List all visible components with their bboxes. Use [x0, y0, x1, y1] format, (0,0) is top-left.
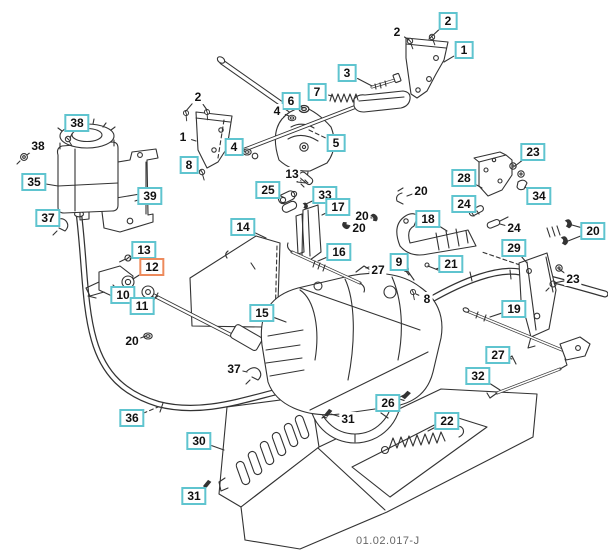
callout-10-28[interactable]: 10: [110, 286, 136, 304]
label-1-42: 1: [177, 130, 189, 144]
label-2-39: 2: [391, 25, 403, 39]
callout-34-14[interactable]: 34: [526, 187, 552, 205]
callout-24-16[interactable]: 24: [451, 195, 477, 213]
callout-1-1[interactable]: 1: [454, 41, 474, 59]
callout-7-3[interactable]: 7: [307, 83, 327, 101]
callout-19-30[interactable]: 19: [501, 300, 527, 318]
label-20-47: 20: [350, 221, 368, 235]
callout-26-34[interactable]: 26: [375, 394, 401, 412]
label-23-50: 23: [564, 272, 582, 286]
callout-28-10[interactable]: 28: [451, 169, 477, 187]
reservoir-assembly: [16, 118, 159, 236]
callout-39-15[interactable]: 39: [137, 187, 163, 205]
callout-29-22[interactable]: 29: [501, 239, 527, 257]
label-13-44: 13: [283, 167, 301, 181]
callout-6-4[interactable]: 6: [281, 92, 301, 110]
label-37-53: 37: [225, 362, 243, 376]
callout-14-20[interactable]: 14: [230, 218, 256, 236]
callout-13-23[interactable]: 13: [131, 241, 157, 259]
label-24-48: 24: [505, 221, 523, 235]
label-4-41: 4: [271, 104, 283, 118]
callout-27-32[interactable]: 27: [485, 346, 511, 364]
callout-25-12[interactable]: 25: [255, 181, 281, 199]
callout-3-2[interactable]: 3: [337, 64, 357, 82]
bracket-1-right: [404, 32, 449, 99]
rod-11-assembly: [85, 252, 263, 352]
label-8-51: 8: [421, 292, 433, 306]
callout-17-17[interactable]: 17: [325, 198, 351, 216]
callout-20-21[interactable]: 20: [580, 222, 606, 240]
callout-21-26[interactable]: 21: [438, 255, 464, 273]
label-20-52: 20: [123, 334, 141, 348]
label-27-49: 27: [369, 263, 387, 277]
callout-18-19[interactable]: 18: [415, 210, 441, 228]
callout-36-35[interactable]: 36: [119, 409, 145, 427]
callout-35-11[interactable]: 35: [21, 173, 47, 191]
callout-12-27[interactable]: 12: [139, 258, 165, 276]
linkage-rods: [365, 262, 591, 399]
figure-code: 01.02.017-J: [356, 535, 420, 547]
label-20-45: 20: [412, 184, 430, 198]
callout-22-36[interactable]: 22: [434, 412, 460, 430]
bracket-17-group: [277, 171, 366, 293]
callout-16-24[interactable]: 16: [326, 243, 352, 261]
callout-11-29[interactable]: 11: [129, 297, 155, 315]
callout-33-13[interactable]: 33: [312, 186, 338, 204]
bracket-18-group: [340, 187, 477, 256]
callout-8-9[interactable]: 8: [179, 156, 199, 174]
callout-30-37[interactable]: 30: [186, 432, 212, 450]
callout-31-38[interactable]: 31: [181, 487, 207, 505]
callout-32-33[interactable]: 32: [465, 367, 491, 385]
label-38-43: 38: [29, 139, 47, 153]
callout-9-25[interactable]: 9: [389, 253, 409, 271]
bracket-1-left: [180, 107, 233, 181]
callout-15-31[interactable]: 15: [249, 304, 275, 322]
callout-23-8[interactable]: 23: [520, 143, 546, 161]
label-20-46: 20: [353, 209, 371, 223]
callout-5-6[interactable]: 5: [326, 134, 346, 152]
label-31-54: 31: [339, 412, 357, 426]
callout-37-18[interactable]: 37: [35, 209, 61, 227]
callout-2-0[interactable]: 2: [438, 12, 458, 30]
callout-38-5[interactable]: 38: [64, 114, 90, 132]
callout-4-7[interactable]: 4: [224, 138, 244, 156]
label-2-40: 2: [192, 90, 204, 104]
